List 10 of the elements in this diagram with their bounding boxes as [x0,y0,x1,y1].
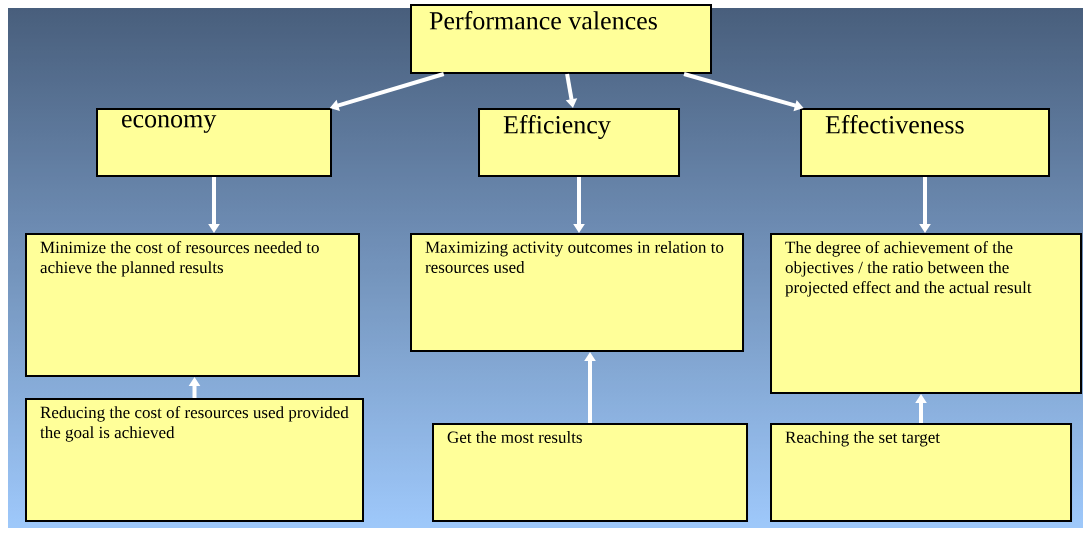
category-box: Effectiveness [800,108,1050,177]
category-box: economy [96,108,332,177]
title-box: Performance valences [410,4,712,74]
description-box: Reducing the cost of resources used provided the goal is achieved [25,398,364,522]
category-box: Efficiency [478,108,680,177]
description-box: Reaching the set target [770,423,1072,522]
description-box: Get the most results [432,423,748,522]
description-box: The degree of achievement of the objectives / the ratio between the projected effect and the actual result [770,233,1082,394]
description-box: Minimize the cost of resources needed to achieve the planned results [25,233,360,377]
description-box: Maximizing activity outcomes in relation to resources used [410,233,744,352]
